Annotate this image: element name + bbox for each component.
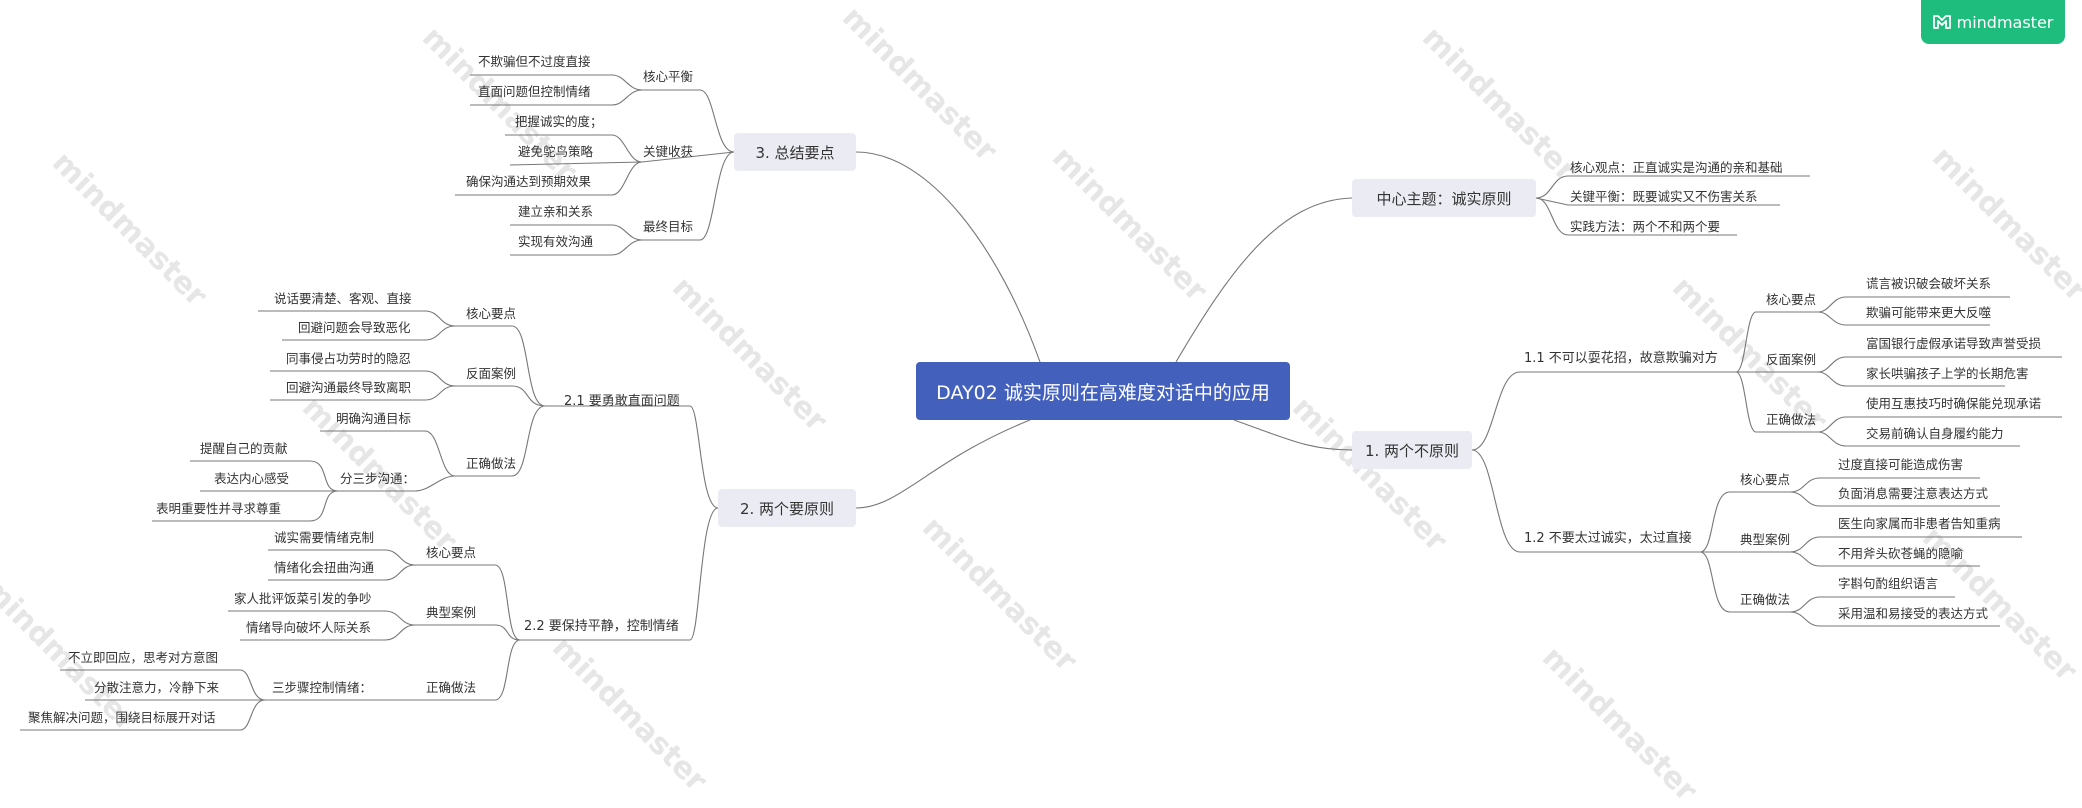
watermark: mindmaster	[45, 145, 214, 314]
leaf-item[interactable]: 说话要清楚、客观、直接	[274, 291, 412, 306]
leaf-item[interactable]: 直面问题但控制情绪	[478, 84, 591, 99]
leaf-item[interactable]: 回避沟通最终导致离职	[286, 380, 412, 395]
leaf-item[interactable]: 使用互惠技巧时确保能兑现承诺	[1866, 396, 2042, 411]
leaf-item[interactable]: 同事侵占功劳时的隐忍	[286, 351, 412, 366]
principle1-sub2[interactable]: 1.2 不要太过诚实，太过直接	[1524, 531, 1692, 546]
watermark: mindmaster	[915, 510, 1084, 679]
group-label[interactable]: 正确做法	[426, 680, 477, 695]
center-topic-item[interactable]: 关键平衡：既要诚实又不伤害关系	[1570, 189, 1758, 204]
watermark: mindmaster	[1535, 640, 1704, 808]
principle2-sub2[interactable]: 2.2 要保持平静，控制情绪	[524, 619, 679, 634]
root-topic-label: DAY02 诚实原则在高难度对话中的应用	[936, 381, 1270, 404]
group-label[interactable]: 正确做法	[1766, 412, 1817, 427]
group-label[interactable]: 核心要点	[1766, 292, 1817, 307]
watermark: mindmaster	[545, 630, 714, 799]
leaf-item[interactable]: 不用斧头砍苍蝇的隐喻	[1838, 546, 1964, 561]
leaf-item[interactable]: 不欺骗但不过度直接	[478, 54, 591, 69]
watermark: mindmaster	[1045, 140, 1214, 309]
leaf-item[interactable]: 字斟句酌组织语言	[1838, 576, 1939, 591]
leaf-item[interactable]: 表明重要性并寻求尊重	[156, 501, 282, 516]
watermark: mindmaster	[415, 20, 584, 189]
leaf-item[interactable]: 富国银行虚假承诺导致声誉受损	[1866, 336, 2042, 351]
leaf-item[interactable]: 采用温和易接受的表达方式	[1838, 606, 1989, 621]
leaf-item[interactable]: 情绪导向破坏人际关系	[246, 620, 372, 635]
leaf-item[interactable]: 实现有效沟通	[518, 234, 594, 249]
leaf-item[interactable]: 医生向家属而非患者告知重病	[1838, 516, 2001, 531]
leaf-item[interactable]: 确保沟通达到预期效果	[466, 174, 592, 189]
group-label[interactable]: 反面案例	[466, 366, 517, 381]
group-label[interactable]: 正确做法	[1740, 592, 1791, 607]
group-label[interactable]: 核心要点	[1740, 472, 1791, 487]
center-topic-node[interactable]: 中心主题：诚实原则	[1352, 179, 1536, 217]
principle2-sub1[interactable]: 2.1 要勇敢直面问题	[564, 394, 680, 409]
root-topic[interactable]: DAY02 诚实原则在高难度对话中的应用	[916, 362, 1290, 420]
leaf-item[interactable]: 过度直接可能造成伤害	[1838, 457, 1964, 472]
leaf-item[interactable]: 聚焦解决问题，围绕目标展开对话	[28, 710, 216, 725]
group-label[interactable]: 典型案例	[1740, 532, 1791, 547]
leaf-item[interactable]: 回避问题会导致恶化	[298, 320, 411, 335]
leaf-item[interactable]: 谎言被识破会破坏关系	[1866, 276, 1992, 291]
principle2-node[interactable]: 2. 两个要原则	[718, 489, 856, 527]
center-topic-item[interactable]: 核心观点：正直诚实是沟通的亲和基础	[1570, 160, 1783, 175]
leaf-item[interactable]: 建立亲和关系	[518, 204, 594, 219]
leaf-item[interactable]: 负面消息需要注意表达方式	[1838, 486, 1989, 501]
leaf-item[interactable]: 表达内心感受	[214, 471, 290, 486]
leaf-item[interactable]: 情绪化会扭曲沟通	[274, 560, 375, 575]
watermark: mindmaster	[1415, 20, 1584, 189]
watermark: mindmaster	[835, 0, 1004, 169]
leaf-item[interactable]: 不立即回应，思考对方意图	[68, 650, 219, 665]
group-label[interactable]: 关键收获	[643, 144, 694, 159]
leaf-item[interactable]: 提醒自己的贡献	[200, 441, 288, 456]
step-label[interactable]: 三步骤控制情绪：	[272, 680, 373, 695]
mindmaster-logo-icon	[1932, 15, 1951, 29]
watermark: mindmaster	[665, 270, 834, 439]
group-label[interactable]: 最终目标	[643, 219, 694, 234]
leaf-item[interactable]: 家人批评饭菜引发的争吵	[234, 591, 372, 606]
leaf-item[interactable]: 欺骗可能带来更大反噬	[1866, 305, 1992, 320]
leaf-item[interactable]: 诚实需要情绪克制	[274, 530, 375, 545]
group-label[interactable]: 反面案例	[1766, 352, 1817, 367]
leaf-item[interactable]: 把握诚实的度；	[515, 114, 603, 129]
watermark: mindmaster	[1285, 390, 1454, 559]
summary-node[interactable]: 3. 总结要点	[734, 133, 856, 171]
group-label[interactable]: 正确做法	[466, 456, 517, 471]
group-label[interactable]: 核心平衡	[643, 69, 694, 84]
leaf-item[interactable]: 分散注意力，冷静下来	[94, 680, 220, 695]
leaf-item[interactable]: 明确沟通目标	[336, 411, 412, 426]
mindmaster-logo-badge[interactable]: mindmaster	[1921, 0, 2065, 44]
step-label[interactable]: 分三步沟通：	[340, 471, 416, 486]
leaf-item[interactable]: 避免鸵鸟策略	[518, 144, 594, 159]
group-label[interactable]: 核心要点	[466, 306, 517, 321]
leaf-item[interactable]: 家长哄骗孩子上学的长期危害	[1866, 366, 2029, 381]
principle1-node[interactable]: 1. 两个不原则	[1352, 431, 1472, 469]
principle1-sub1[interactable]: 1.1 不可以耍花招，故意欺骗对方	[1524, 351, 1718, 366]
group-label[interactable]: 典型案例	[426, 605, 477, 620]
leaf-item[interactable]: 交易前确认自身履约能力	[1866, 426, 2004, 441]
center-topic-item[interactable]: 实践方法：两个不和两个要	[1570, 219, 1721, 234]
group-label[interactable]: 核心要点	[426, 545, 477, 560]
brand-name: mindmaster	[1956, 12, 2054, 32]
